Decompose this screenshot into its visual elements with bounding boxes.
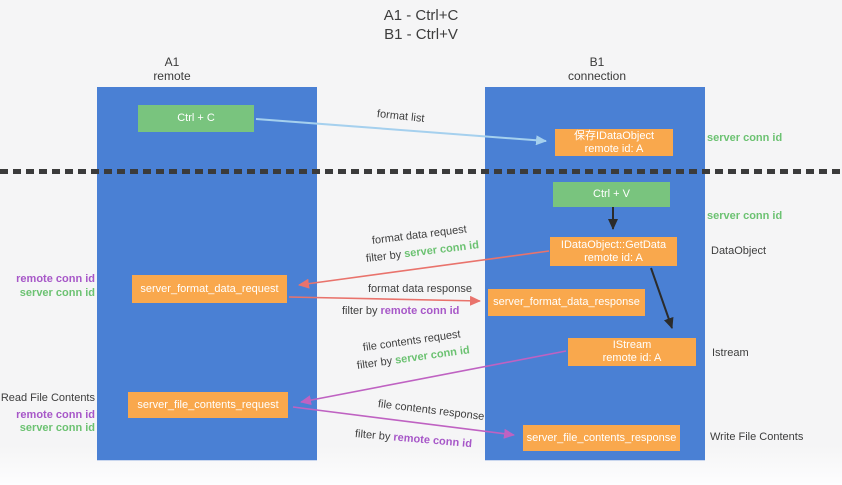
filter-remote-conn-id: remote conn id [392,431,473,451]
label-remote-conn-id-left-bottom: remote conn id [16,409,95,421]
separator-dotted-line [0,169,842,174]
label-write-file-contents: Write File Contents [710,431,804,443]
filter-by-text: filter by [365,248,402,265]
label-server-conn-id-mid-right: server conn id [707,210,783,222]
column-header-a1: A1 remote [92,55,252,83]
label-istream: Istream [712,347,749,359]
node-ctrl-v-label: Ctrl + V [593,188,630,200]
column-a1-subtitle: remote [153,69,191,83]
column-b1-subtitle: connection [567,69,627,83]
filter-server-conn-id: server conn id [403,239,480,261]
label-server-conn-id-top-right: server conn id [707,132,783,144]
label-server-conn-id-left-top: server conn id [19,287,95,299]
node-save-dataobject-line2: remote id: A [584,142,644,155]
column-b1-name: B1 [589,55,605,69]
arrow-format-data-response [288,295,481,306]
filter-by-text: filter by [354,428,391,444]
filter-remote-conn-id: remote conn id [380,305,460,317]
column-a1-name: A1 [164,55,180,69]
node-getdata-line2: remote id: A [584,251,643,264]
filter-by-text: filter by [342,305,378,317]
node-format-request-label: server_format_data_request [140,282,279,295]
node-ctrl-v: Ctrl + V [553,182,670,207]
filter-by-text: filter by [356,355,393,372]
node-idataobject-getdata: IDataObject::GetData remote id: A [550,237,677,266]
column-header-b1: B1 connection [517,55,677,83]
node-istream-line2: remote id: A [602,352,662,364]
arrow-label-filter-format-response: filter by remote conn id [342,305,459,317]
arrow-label-filter-file-response: filter by remote conn id [354,428,472,450]
node-file-response-label: server_file_contents_response [526,431,677,444]
title-line-2: B1 - Ctrl+V [384,26,458,43]
node-save-dataobject: 保存IDataObject remote id: A [555,129,673,156]
node-istream: IStream remote id: A [568,338,696,366]
node-server-file-contents-response: server_file_contents_response [523,425,680,451]
node-ctrl-c-label: Ctrl + C [177,112,215,124]
arrow-label-format-data-response: format data response [368,283,472,295]
node-server-format-data-request: server_format_data_request [132,275,287,303]
node-file-request-label: server_file_contents_request [137,398,279,411]
arrow-label-file-contents-response: file contents response [377,398,485,423]
label-read-file-contents: Read File Contents [0,392,95,404]
diagram-title: A1 - Ctrl+C B1 - Ctrl+V [0,6,842,44]
label-remote-conn-id-left-top: remote conn id [16,273,95,285]
node-istream-line1: IStream [612,339,652,351]
node-format-response-label: server_format_data_response [493,296,640,308]
title-line-1: A1 - Ctrl+C [383,7,459,24]
arrow-label-format-list: format list [376,108,426,125]
node-save-dataobject-line1: 保存IDataObject [573,129,655,142]
node-server-file-contents-request: server_file_contents_request [128,392,288,418]
label-server-conn-id-left-bottom: server conn id [19,422,95,434]
node-ctrl-c: Ctrl + C [138,105,254,132]
node-server-format-data-response: server_format_data_response [488,289,645,316]
node-getdata-line1: IDataObject::GetData [560,238,667,251]
label-dataobject: DataObject [711,245,767,257]
